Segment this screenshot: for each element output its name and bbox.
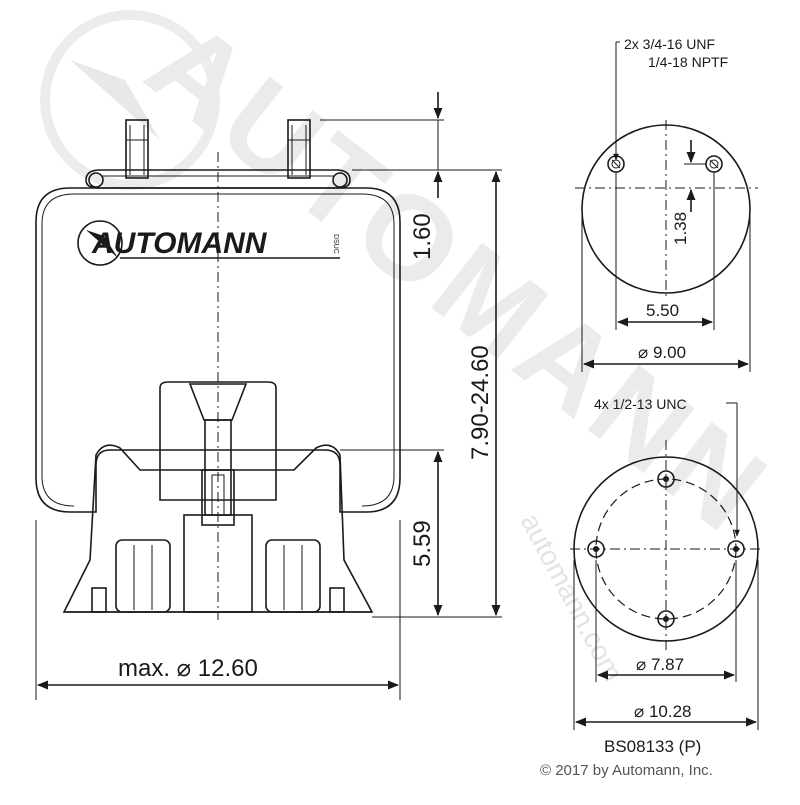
bolt-circle-label: ⌀ 7.87 [636, 655, 684, 674]
part-number: BS08133 (P) [604, 737, 701, 756]
thread-note-top-2: 1/4-18 NPTF [648, 54, 728, 70]
offset-label: 1.38 [671, 212, 690, 245]
height-top-label: 1.60 [409, 213, 436, 260]
top-stud-right [287, 119, 311, 179]
height-range-label: 7.90-24.60 [467, 345, 494, 460]
bolt-hole-left [587, 540, 605, 558]
top-plate-view: 2x 3/4-16 UNF 1/4-18 NPTF 1.38 5.50 [575, 36, 758, 372]
watermark-url: automann.com [515, 508, 629, 686]
watermark-text: AUTOMANN [124, 0, 794, 560]
bottom-plate-view: 4x 1/2-13 UNC ⌀ 7.87 ⌀ 10.28 BS08133 (P)… [540, 396, 762, 779]
bolt-hole-bottom [657, 610, 675, 628]
thread-note-bottom: 4x 1/2-13 UNC [594, 396, 687, 412]
bottom-height-label: 5.59 [409, 520, 436, 567]
bolt-hole-top [657, 470, 675, 488]
automann-logo: AUTOMANN DSUC [77, 220, 340, 266]
bottom-diameter-label: ⌀ 10.28 [634, 702, 692, 721]
top-stud-left [125, 119, 149, 179]
max-diameter-label: max. ⌀ 12.60 [118, 655, 258, 682]
stud-spacing-label: 5.50 [646, 301, 679, 320]
bolt-hole-right [727, 540, 745, 558]
copyright: © 2017 by Automann, Inc. [540, 762, 713, 779]
side-view: AUTOMANN DSUC [35, 92, 502, 700]
stud-hole-right [705, 155, 723, 173]
thread-note-top-1: 2x 3/4-16 UNF [624, 36, 715, 52]
logo-suffix: DSUC [332, 234, 339, 254]
top-diameter-label: ⌀ 9.00 [638, 343, 686, 362]
air-bellow [35, 187, 401, 513]
logo-text: AUTOMANN [91, 227, 268, 260]
